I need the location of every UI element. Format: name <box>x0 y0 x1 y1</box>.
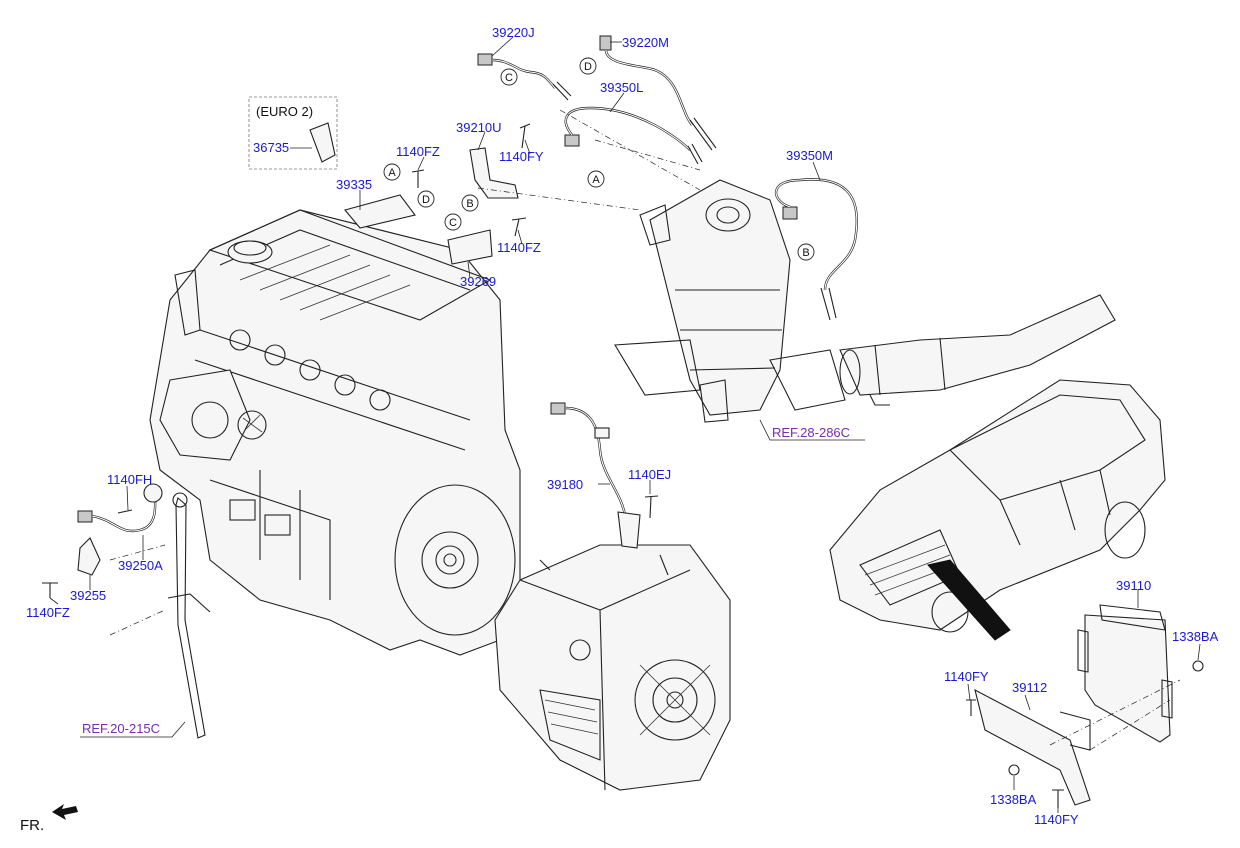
exhaust-pipe <box>839 294 1116 406</box>
label-1140FY-ecu-left[interactable]: 1140FY <box>944 669 989 684</box>
label-39350M[interactable]: 39350M <box>786 148 833 163</box>
bolt-1140FY-top[interactable] <box>519 123 531 149</box>
label-ref-20-215c[interactable]: REF.20-215C <box>82 721 160 736</box>
nut-1338BA[interactable] <box>1008 660 1204 776</box>
label-39112[interactable]: 39112 <box>1012 680 1047 695</box>
catalytic-converter <box>614 179 846 423</box>
label-1338BA-right[interactable]: 1338BA <box>1172 629 1219 644</box>
callout-a-2: A <box>587 170 605 188</box>
label-39350L[interactable]: 39350L <box>600 80 643 95</box>
sensor-39210U[interactable] <box>469 147 519 199</box>
label-1338BA-lower[interactable]: 1338BA <box>990 792 1037 807</box>
callout-letter: C <box>505 72 513 84</box>
front-direction-indicator: FR. <box>20 804 78 834</box>
callout-letter: A <box>592 174 600 186</box>
callout-a-1: A <box>383 163 401 181</box>
callout-b-2: B <box>797 243 815 261</box>
label-euro2: (EURO 2) <box>256 104 313 119</box>
callout-letter: B <box>802 247 809 259</box>
callout-letter: D <box>584 61 592 73</box>
bolt-1140FY-ecu[interactable] <box>966 699 1064 808</box>
label-1140FH[interactable]: 1140FH <box>107 472 152 487</box>
sensor-39180[interactable] <box>550 402 641 549</box>
bolt-1140FZ-middle[interactable] <box>511 217 527 237</box>
o2-sensor-39220M[interactable] <box>599 35 717 151</box>
label-1140FZ-middle[interactable]: 1140FZ <box>497 240 541 255</box>
callout-b-1: B <box>461 194 479 212</box>
bracket-39269[interactable] <box>447 229 493 265</box>
leader-lines <box>49 36 1201 813</box>
bolt-1140EJ[interactable] <box>644 495 659 519</box>
label-1140FY-ecu-bottom[interactable]: 1140FY <box>1034 812 1079 827</box>
bracket-39335[interactable] <box>344 194 416 229</box>
label-39210U[interactable]: 39210U <box>456 120 502 135</box>
label-ref-28-286c[interactable]: REF.28-286C <box>772 425 850 440</box>
label-39220M[interactable]: 39220M <box>622 35 669 50</box>
callout-letter: C <box>449 217 457 229</box>
callout-d-2: D <box>417 190 435 208</box>
label-39180[interactable]: 39180 <box>547 477 583 492</box>
bolt-1140FZ-lower[interactable] <box>42 582 58 598</box>
transmission-assembly <box>494 544 731 791</box>
label-36735[interactable]: 36735 <box>253 140 289 155</box>
ecu-bracket-39112[interactable] <box>974 688 1091 806</box>
label-1140EJ[interactable]: 1140EJ <box>628 467 671 482</box>
bracket-36735[interactable] <box>309 122 336 163</box>
engine-assembly <box>149 209 521 739</box>
label-1140FZ-lower[interactable]: 1140FZ <box>26 605 70 620</box>
vehicle-illustration <box>829 379 1166 641</box>
label-39250A[interactable]: 39250A <box>118 558 163 573</box>
knock-sensor-39250A[interactable] <box>77 483 163 533</box>
label-1140FZ-upper[interactable]: 1140FZ <box>396 144 440 159</box>
callout-d-1: D <box>579 57 597 75</box>
ecu-39110[interactable] <box>1077 604 1173 743</box>
callout-c-1: C <box>500 68 518 86</box>
label-39110[interactable]: 39110 <box>1116 578 1151 593</box>
label-1140FY-top[interactable]: 1140FY <box>499 149 544 164</box>
callout-c-2: C <box>444 213 462 231</box>
front-arrow-icon <box>52 804 78 820</box>
label-39220J[interactable]: 39220J <box>492 25 535 40</box>
label-39335[interactable]: 39335 <box>336 177 372 192</box>
o2-sensor-39350M[interactable] <box>774 178 859 321</box>
callout-letter: A <box>388 167 396 179</box>
label-39255[interactable]: 39255 <box>70 588 106 603</box>
bolt-1140FZ-upper[interactable] <box>411 169 425 188</box>
o2-sensor-39350L[interactable] <box>564 106 703 165</box>
front-label: FR. <box>20 817 44 834</box>
o2-sensor-39220J[interactable] <box>477 53 572 101</box>
callout-letter: B <box>466 198 473 210</box>
callout-letter: D <box>422 194 430 206</box>
bracket-39255[interactable] <box>77 537 101 576</box>
label-39269[interactable]: 39269 <box>460 274 496 289</box>
